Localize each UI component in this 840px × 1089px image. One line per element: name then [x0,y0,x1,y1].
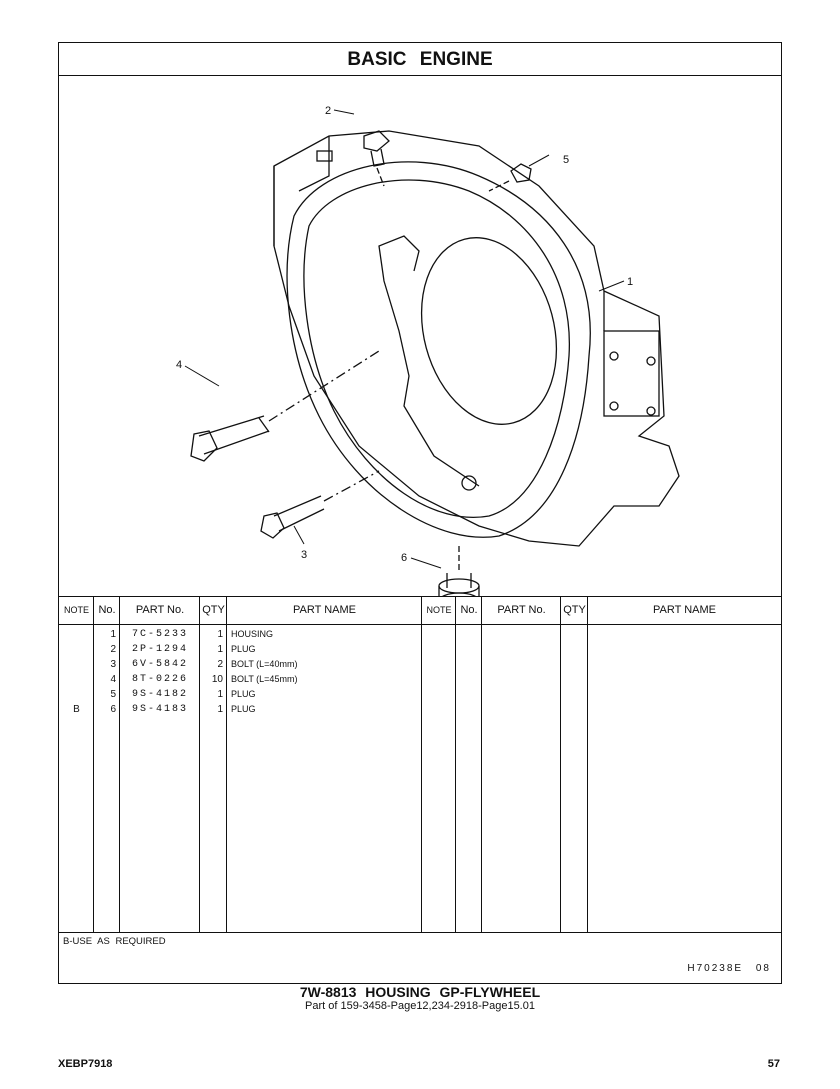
row-qty: 1 [217,629,223,640]
header-part-no-2: PART No. [497,604,546,616]
row-part-no: 9S-4182 [131,689,188,700]
row-part-no: 8T-0226 [131,674,188,685]
header-qty-2: QTY [563,604,586,616]
row-name: PLUG [231,644,256,654]
callout-6: 6 [401,552,407,564]
header-qty: QTY [202,604,225,616]
col-part-name [227,597,422,932]
row-no: 2 [110,644,116,655]
row-note [59,642,94,657]
col-part-no-2 [482,597,561,932]
header-no-2: No. [460,604,478,616]
header-no: No. [98,604,116,616]
row-note [59,627,94,642]
row-part-no: 6V-5842 [131,659,188,670]
row-no: 4 [110,674,116,685]
col-qty-2 [561,597,588,932]
plug-6-drawing [438,546,480,610]
callout-3: 3 [301,549,307,561]
col-note [59,597,94,932]
row-no: 6 [110,704,116,715]
row-part-no: 2P-1294 [131,644,188,655]
notes-text: B-USE AS REQUIRED [63,936,166,947]
row-name: PLUG [231,704,256,714]
row-qty: 1 [217,704,223,715]
exploded-view-illustration: 1 2 3 4 5 6 [59,76,781,610]
illustration-reference: H70238E 08 [687,963,771,974]
row-qty: 1 [217,689,223,700]
row-name: BOLT (L=45mm) [231,674,298,684]
row-part-no: 7C-5233 [131,629,188,640]
header-part-name-2: PART NAME [653,604,716,616]
document-id: XEBP7918 [58,1058,113,1070]
row-note [59,657,94,672]
parts-table: NOTE No. PART No. QTY PART NAME NOTE No.… [59,596,781,933]
row-qty: 10 [211,674,223,685]
row-name: PLUG [231,689,256,699]
table-header: NOTE No. PART No. QTY PART NAME NOTE No.… [59,597,781,625]
header-part-no: PART No. [135,604,185,616]
row-note [59,687,94,702]
flywheel-housing-drawing [273,130,680,547]
row-name: HOUSING [231,629,274,639]
callout-5: 5 [563,154,569,166]
bolt-4-drawing [190,350,380,462]
assembly-subtitle: Part of 159-3458-Page12,234-2918-Page15.… [305,1000,535,1012]
col-part-no [120,597,200,932]
plug-2-drawing [363,130,390,187]
row-part-no: 9S-4183 [131,704,188,715]
section-title: BASIC ENGINE [59,43,781,76]
callout-2: 2 [325,105,331,117]
callout-4: 4 [176,359,182,371]
header-note-2: NOTE [426,605,452,615]
col-no [94,597,120,932]
page-number: 57 [767,1058,780,1070]
assembly-title: 7W-8813 HOUSING GP-FLYWHEEL [299,984,541,1000]
row-qty: 1 [217,644,223,655]
row-name: BOLT (L=40mm) [231,659,298,669]
plug-5-drawing [488,163,532,192]
row-qty: 2 [217,659,223,670]
row-no: 3 [110,659,116,670]
col-qty [200,597,227,932]
parts-frame: BASIC ENGINE [58,42,782,984]
col-note-2 [422,597,456,932]
bolt-3-drawing [260,470,380,539]
row-note [59,672,94,687]
row-note: B [73,704,80,715]
col-no-2 [456,597,482,932]
row-no: 1 [110,629,116,640]
header-part-name: PART NAME [293,604,356,616]
row-no: 5 [110,689,116,700]
callout-1: 1 [627,276,633,288]
header-note: NOTE [63,605,89,615]
